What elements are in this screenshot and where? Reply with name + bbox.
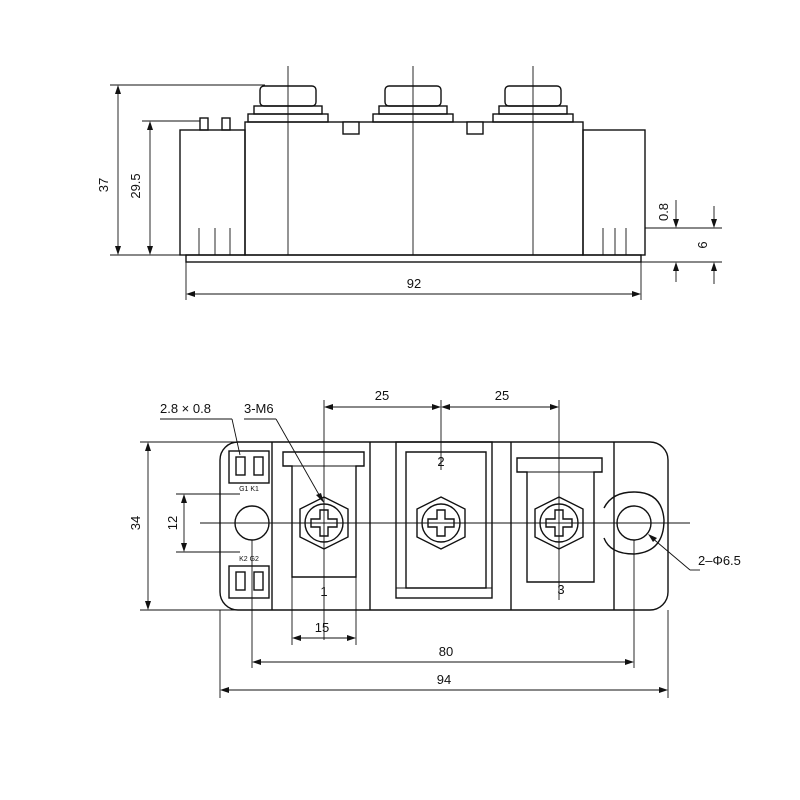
callout-mount-hole-label: 2–Φ6.5 <box>698 553 741 568</box>
terminal-label-2: 2 <box>437 454 444 469</box>
terminal-bracket-1 <box>282 451 365 578</box>
dim-height-total-label: 37 <box>96 178 111 192</box>
side-view: 37 29.5 0.8 6 <box>96 66 722 300</box>
mount-feet-side <box>198 228 627 255</box>
terminal-bracket-2 <box>395 441 493 599</box>
dim-length-label: 94 <box>437 672 451 687</box>
body-top-notches <box>342 121 484 135</box>
callout-gate-pin-label: 2.8 × 0.8 <box>160 401 211 416</box>
right-end-block <box>582 129 646 256</box>
callout-screw: 3-M6 <box>244 401 324 503</box>
dim-length: 94 <box>219 610 669 698</box>
dim-width-label: 92 <box>407 276 421 291</box>
dim-terminal-offset: 6 <box>690 206 722 284</box>
dim-height-total: 37 <box>96 84 265 256</box>
terminal-stud-1 <box>247 66 329 255</box>
dim-hole-pitch-label: 80 <box>439 644 453 659</box>
dim-spacing-right: 25 <box>441 388 559 410</box>
gate-pins-top <box>228 450 270 599</box>
terminal-bracket-3 <box>516 457 603 583</box>
base-plate <box>185 254 642 263</box>
top-partitions <box>271 442 615 610</box>
dim-base-thickness-label: 0.8 <box>656 203 671 221</box>
terminal-label-1: 1 <box>320 584 327 599</box>
dim-base-thickness: 0.8 <box>641 200 690 282</box>
gate-pins-side <box>199 117 231 131</box>
gate-label-bottom: K2 G2 <box>239 556 259 563</box>
terminal-stud-3 <box>492 66 574 255</box>
dim-spacing-right-label: 25 <box>495 388 509 403</box>
dim-spacing-left-label: 25 <box>375 388 389 403</box>
dim-height: 34 <box>128 441 240 611</box>
dim-height-body: 29.5 <box>128 120 200 255</box>
dim-height-body-label: 29.5 <box>128 173 143 198</box>
dim-terminal-offset-label: 6 <box>695 241 710 248</box>
terminal-label-3: 3 <box>557 582 564 597</box>
dim-spacing-left: 25 <box>324 388 441 410</box>
dim-hole-height-label: 12 <box>165 516 180 530</box>
callout-mount-hole: 2–Φ6.5 <box>648 534 741 571</box>
dim-height-label: 34 <box>128 516 143 530</box>
dim-terminal-width: 15 <box>291 577 357 645</box>
dim-hole-pitch: 80 <box>251 540 635 668</box>
dim-terminal-width-label: 15 <box>315 620 329 635</box>
main-body <box>244 121 584 256</box>
dim-width: 92 <box>185 262 642 300</box>
left-end-block <box>179 129 246 256</box>
top-view: G1 K1 K2 G2 <box>128 388 741 698</box>
callout-gate-pin: 2.8 × 0.8 <box>160 401 241 456</box>
callout-screw-label: 3-M6 <box>244 401 274 416</box>
terminal-stud-2 <box>372 66 454 255</box>
dim-hole-height: 12 <box>165 493 240 553</box>
center-lines <box>200 400 690 640</box>
gate-label-top: G1 K1 <box>239 486 259 493</box>
